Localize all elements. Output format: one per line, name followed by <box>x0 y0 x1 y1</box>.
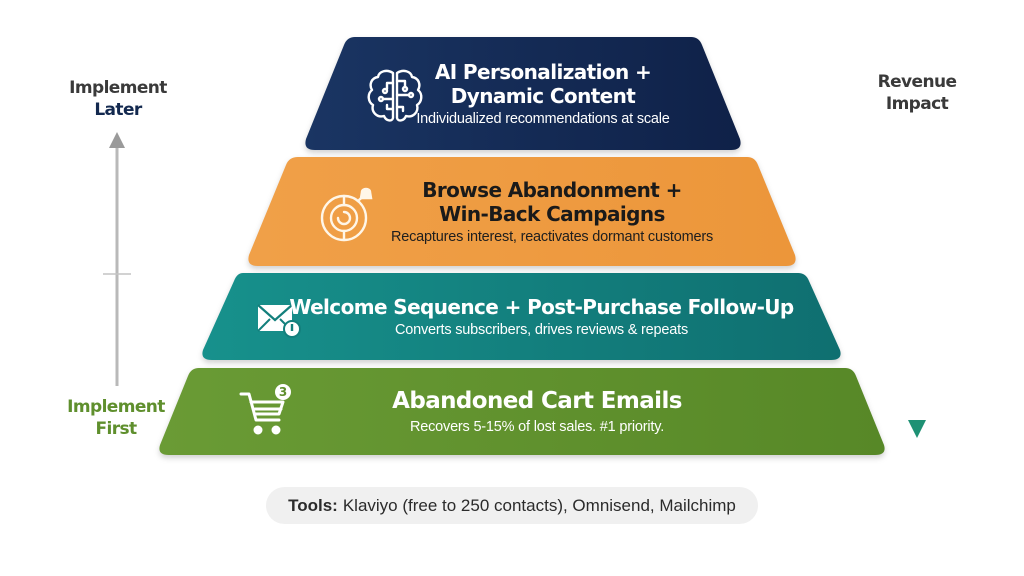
tier-4-title-line2: Dynamic Content <box>450 84 636 108</box>
revenue-impact-arrow-icon <box>908 130 926 438</box>
tier-1-subtitle: Recovers 5-15% of lost sales. #1 priorit… <box>409 418 665 435</box>
tier-ai-personalization: AI Personalization + Dynamic Content Ind… <box>303 37 743 150</box>
tier-2-title: Welcome Sequence + Post-Purchase Follow-… <box>289 295 794 319</box>
tier-2-shape <box>202 273 841 360</box>
tools-label: Tools: <box>288 495 338 515</box>
tier-3-subtitle: Recaptures interest, reactivates dormant… <box>390 229 714 245</box>
tier-welcome-sequence: Welcome Sequence + Post-Purchase Follow-… <box>200 273 843 360</box>
tools-text: Klaviyo (free to 250 contacts), Omnisend… <box>342 495 736 515</box>
implement-first-line2: First <box>95 419 137 440</box>
implement-later-label: Implement Later <box>58 77 178 121</box>
tier-2-subtitle: Converts subscribers, drives reviews & r… <box>395 322 688 338</box>
revenue-impact-line2: Impact <box>885 94 949 115</box>
envelope-alert-icon <box>257 304 301 338</box>
tier-4-shape <box>305 37 741 150</box>
revenue-impact-label: Revenue Impact <box>857 71 977 115</box>
implement-first-line1: Implement <box>67 397 165 417</box>
tier-browse-abandonment: Browse Abandonment + Win-Back Campaigns … <box>246 157 798 266</box>
tier-4-title-line1: AI Personalization + <box>434 60 652 84</box>
tier-abandoned-cart: 3 Abandoned Cart Emails Recovers 5-15% o… <box>157 368 887 455</box>
tier-3-shape <box>248 157 796 266</box>
cart-badge-count: 3 <box>278 385 288 399</box>
implementation-order-arrow-icon <box>103 132 131 386</box>
tier-3-title-line2: Win-Back Campaigns <box>439 202 665 226</box>
shopping-cart-icon <box>239 384 291 435</box>
implement-first-label: Implement First <box>56 396 176 440</box>
tier-3-title-line1: Browse Abandonment + <box>422 178 682 202</box>
brain-circuit-icon <box>367 69 423 122</box>
tier-4-subtitle: Individualized recommendations at scale <box>416 111 670 127</box>
tools-footer: Tools: Klaviyo (free to 250 contacts), O… <box>266 487 758 524</box>
implement-later-line2: Later <box>94 100 142 121</box>
tier-1-title: Abandoned Cart Emails <box>392 388 682 415</box>
implement-later-line1: Implement <box>69 78 167 98</box>
revenue-impact-line1: Revenue <box>877 72 957 92</box>
target-bell-icon <box>320 187 373 242</box>
tier-1-shape <box>159 368 885 455</box>
